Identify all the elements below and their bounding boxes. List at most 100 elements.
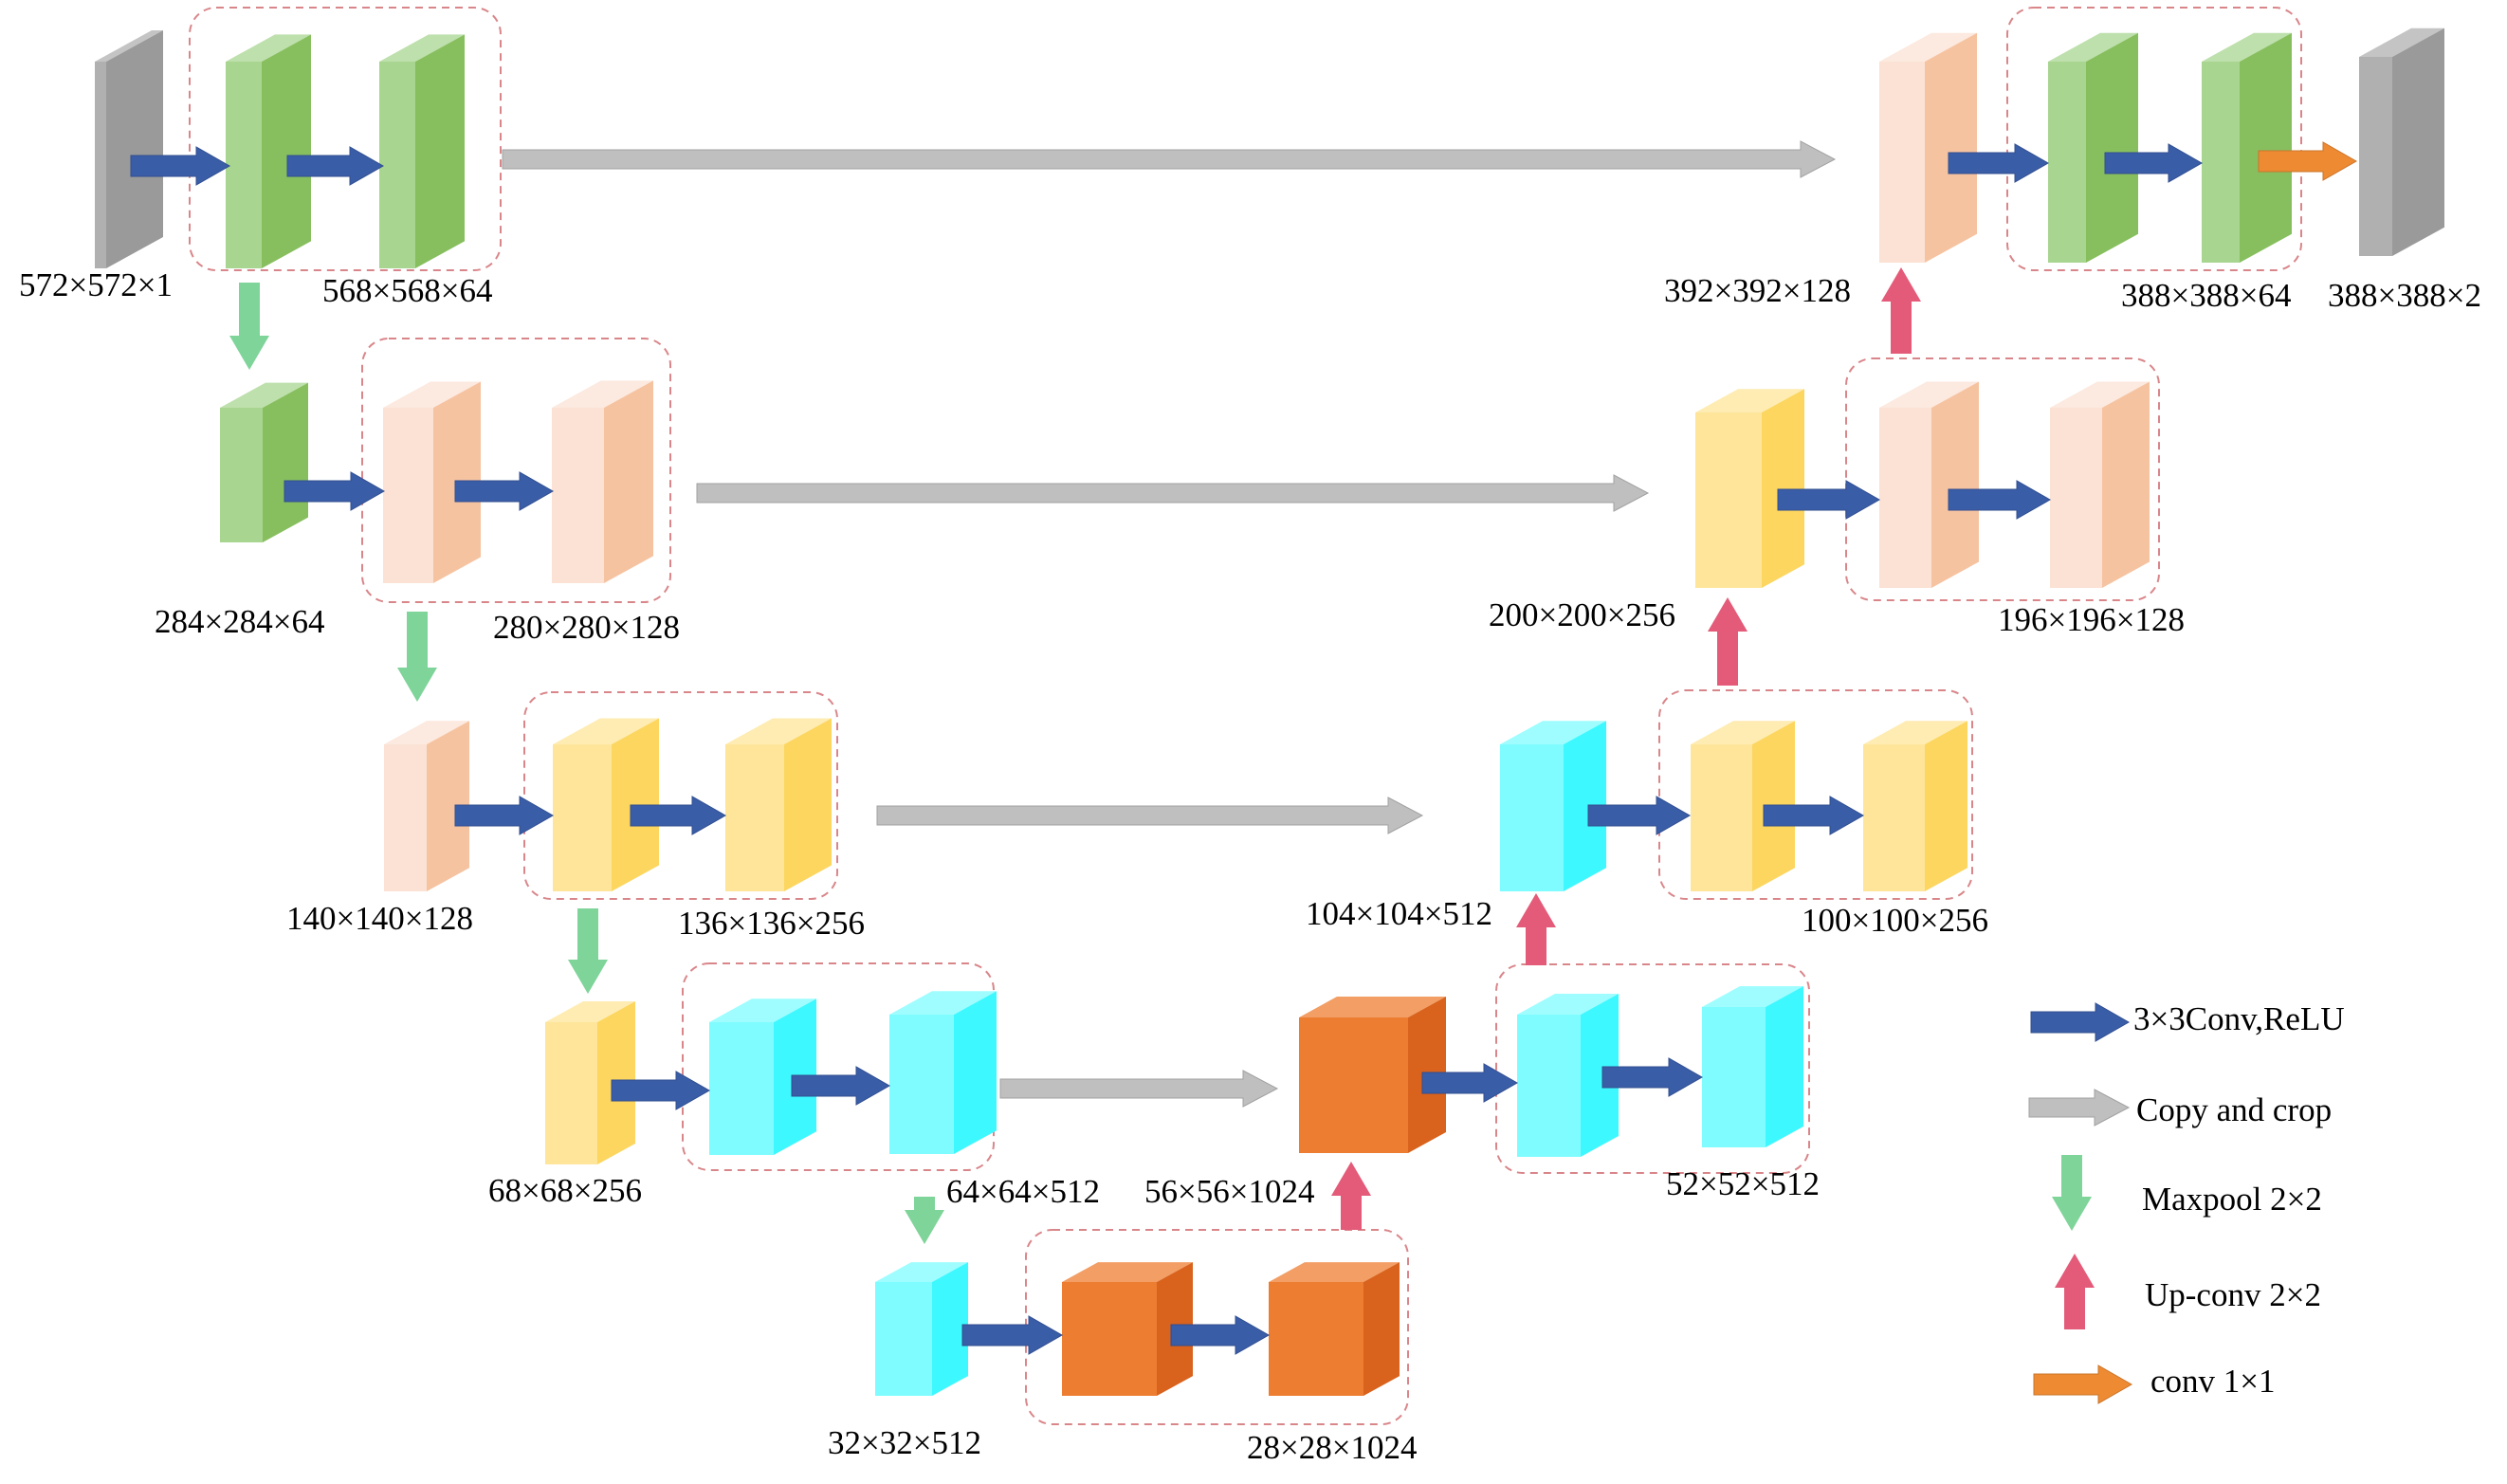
block-front-face (1299, 1017, 1408, 1153)
feature-map-block (1062, 1262, 1193, 1396)
label-l4-out: 64×64×512 (946, 1173, 1100, 1210)
label-u3-out: 100×100×256 (1802, 902, 1988, 939)
block-top-face (2048, 32, 2138, 62)
legend-conv1x1-label: conv 1×1 (2150, 1363, 2276, 1400)
feature-map-block (2202, 32, 2292, 263)
block-top-face (379, 34, 465, 62)
block-front-face (875, 1282, 932, 1396)
block-top-face (889, 991, 997, 1015)
label-l1-out: 568×568×64 (322, 272, 492, 309)
conv-group-box (523, 691, 838, 900)
block-side-face (427, 721, 469, 891)
feature-map-block (1863, 721, 1967, 891)
block-top-face (384, 721, 469, 744)
label-final-out: 388×388×2 (2328, 277, 2481, 314)
feature-map-block (226, 34, 311, 269)
feature-map-block (2048, 32, 2138, 263)
block-top-face (725, 718, 832, 744)
upconv-arrow (1331, 1162, 1371, 1230)
block-side-face (2086, 32, 2138, 263)
conv-arrow (630, 796, 727, 835)
block-side-face (1581, 994, 1619, 1157)
copy-crop-arrow (502, 140, 1837, 178)
block-side-face (2240, 32, 2292, 263)
label-l5-in: 32×32×512 (828, 1424, 981, 1461)
block-side-face (954, 991, 997, 1154)
block-front-face (379, 62, 415, 268)
block-top-face (545, 1001, 635, 1022)
block-top-face (1062, 1262, 1193, 1282)
feature-map-block (379, 34, 465, 269)
block-side-face (1363, 1262, 1400, 1396)
conv-arrow (454, 471, 555, 511)
label-u3-in: 104×104×512 (1306, 895, 1492, 932)
block-front-face (1879, 62, 1925, 263)
label-l4-in: 68×68×256 (488, 1172, 642, 1209)
block-front-face (2359, 57, 2392, 256)
feature-map-block (384, 721, 469, 891)
copy-crop-arrow (876, 797, 1424, 834)
block-side-face (2392, 27, 2444, 256)
feature-map-block (1695, 389, 1804, 588)
label-l1-in: 572×572×1 (19, 266, 173, 303)
block-front-face (1269, 1282, 1363, 1396)
block-front-face (889, 1015, 954, 1154)
block-top-face (875, 1262, 968, 1282)
block-side-face (1925, 32, 1977, 263)
block-front-face (383, 408, 433, 583)
legend: 3×3Conv,ReLU Copy and crop Maxpool 2×2 U… (2133, 1000, 2345, 1400)
block-side-face (262, 34, 311, 269)
feature-map-blocks (95, 27, 2444, 1396)
copy-crop-arrow (696, 474, 1650, 512)
conv-arrow (791, 1066, 891, 1106)
block-side-face (784, 718, 832, 891)
conv-group-box (361, 338, 671, 603)
block-front-face (2048, 62, 2086, 263)
block-front-face (2202, 62, 2240, 263)
conv-arrow (1777, 480, 1881, 520)
block-side-face (1931, 381, 1979, 588)
block-front-face (2050, 408, 2102, 588)
block-top-face (1863, 721, 1967, 744)
maxpool-arrow (397, 612, 437, 702)
block-top-face (2359, 27, 2444, 57)
feature-map-block (1299, 997, 1446, 1153)
legend-conv1x1-icon (2033, 1365, 2133, 1404)
flow-arrows (130, 140, 2358, 1404)
block-front-face (552, 408, 604, 583)
conv-arrow (1601, 1057, 1704, 1097)
block-front-face (709, 1022, 774, 1155)
dimension-labels: 572×572×1 568×568×64 284×284×64 280×280×… (19, 266, 2481, 1466)
label-l2-in: 284×284×64 (155, 603, 324, 640)
block-top-face (1695, 389, 1804, 412)
block-top-face (1500, 721, 1606, 744)
conv-arrow (611, 1071, 711, 1110)
block-side-face (604, 380, 653, 583)
upconv-arrow (1708, 597, 1748, 686)
block-front-face (1695, 412, 1762, 588)
block-front-face (725, 744, 784, 891)
block-front-face (1691, 744, 1752, 891)
label-l2-out: 280×280×128 (493, 609, 680, 646)
block-top-face (552, 380, 653, 408)
conv-arrow (454, 796, 555, 835)
conv-arrow (1421, 1063, 1519, 1103)
feature-map-block (1702, 986, 1803, 1147)
block-front-face (545, 1022, 597, 1164)
block-top-face (2202, 32, 2292, 62)
conv-group-box (1495, 963, 1810, 1174)
block-side-face (106, 30, 163, 268)
block-side-face (1925, 721, 1967, 891)
legend-conv-icon (2030, 1002, 2131, 1042)
maxpool-arrow (905, 1197, 944, 1244)
label-u2-out: 196×196×128 (1998, 601, 2185, 638)
block-top-face (383, 381, 481, 408)
feature-map-block (220, 382, 308, 542)
conv-arrow (1948, 143, 2050, 183)
legend-upconv-label: Up-conv 2×2 (2145, 1276, 2321, 1313)
legend-conv-label: 3×3Conv,ReLU (2133, 1000, 2345, 1037)
conv-arrow (1948, 480, 2052, 520)
maxpool-arrow (229, 283, 269, 370)
feature-map-block (1269, 1262, 1400, 1396)
upconv-arrow (1881, 267, 1921, 354)
